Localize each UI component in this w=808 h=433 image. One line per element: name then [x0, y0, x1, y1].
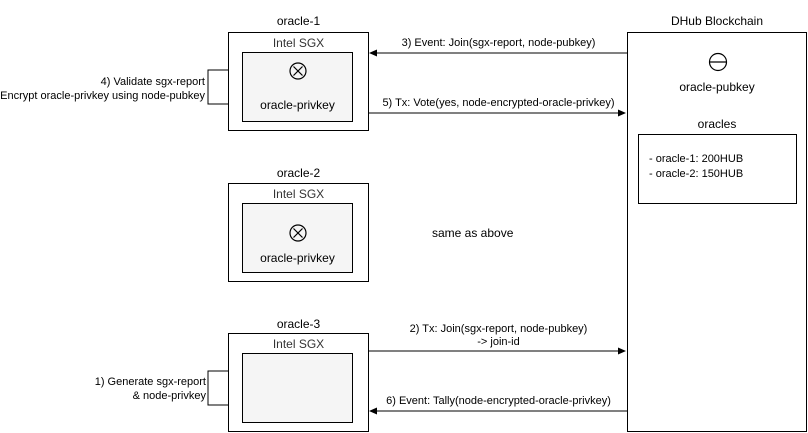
- minus-circle-icon: [708, 52, 728, 72]
- oracle-2-enclave: oracle-privkey: [242, 203, 353, 273]
- step4-note-line2: Encrypt oracle-privkey using node-pubkey: [0, 90, 205, 102]
- step1-note-line1: 1) Generate sgx-report: [94, 376, 206, 388]
- step6-label: 6) Event: Tally(node-encrypted-oracle-pr…: [386, 395, 611, 407]
- step2-label-line2: -> join-id: [477, 336, 520, 348]
- step5-label: 5) Tx: Vote(yes, node-encrypted-oracle-p…: [382, 97, 615, 109]
- x-circle-icon: [289, 224, 307, 242]
- oracle-1-enclave: oracle-privkey: [242, 52, 353, 122]
- oracle-1-sgx-label: Intel SGX: [272, 36, 325, 50]
- step3-label: 3) Event: Join(sgx-report, node-pubkey): [401, 37, 596, 49]
- oracle-3-sgx-label: Intel SGX: [272, 337, 325, 351]
- oracle-2-privkey-label: oracle-privkey: [260, 251, 335, 265]
- oracle-2-box: Intel SGX oracle-privkey: [228, 183, 369, 282]
- x-circle-icon: [289, 62, 307, 80]
- oracle-3-enclave: [242, 353, 353, 423]
- same-as-above-note: same as above: [432, 226, 514, 240]
- step1-note-line2: & node-privkey: [132, 390, 206, 402]
- oracles-list-box: - oracle-1: 200HUB - oracle-2: 150HUB: [638, 134, 797, 204]
- oracles-title: oracles: [697, 117, 737, 131]
- step4-note-line1: 4) Validate sgx-report: [100, 76, 205, 88]
- oracle-1-box: Intel SGX oracle-privkey: [228, 32, 369, 131]
- oracle-3-box: Intel SGX: [228, 333, 369, 432]
- oracle-2-title: oracle-2: [276, 166, 321, 180]
- oracle-pubkey-label: oracle-pubkey: [679, 80, 755, 94]
- oracle-3-title: oracle-3: [276, 317, 321, 331]
- oracles-list-item: - oracle-2: 150HUB: [649, 168, 744, 180]
- oracle-2-sgx-label: Intel SGX: [272, 187, 325, 201]
- oracles-list-item: - oracle-1: 200HUB: [649, 153, 744, 165]
- blockchain-box: oracle-pubkey oracles - oracle-1: 200HUB…: [627, 32, 807, 432]
- oracle-1-privkey-label: oracle-privkey: [260, 98, 335, 112]
- oracle-1-title: oracle-1: [276, 14, 321, 28]
- step2-label-line1: 2) Tx: Join(sgx-report, node-pubkey): [409, 323, 588, 335]
- blockchain-title: DHub Blockchain: [670, 14, 764, 28]
